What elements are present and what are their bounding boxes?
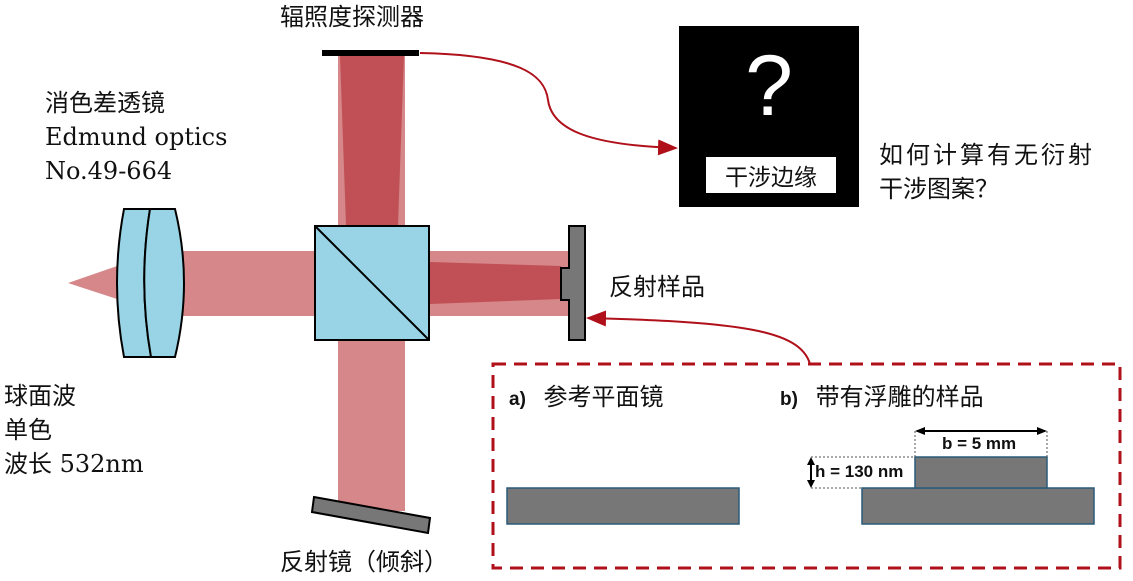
detector-label: 辐照度探测器 (280, 3, 424, 31)
width-dimension-label: b = 5 mm (942, 434, 1017, 453)
sample-label: 反射样品 (609, 273, 705, 301)
panel-a-text: 参考平面镜 (543, 383, 664, 411)
panel-a-letter: a) (509, 389, 526, 410)
irradiance-detector (322, 50, 419, 56)
source-label-line1: 球面波 (4, 382, 76, 410)
inset-frame (491, 362, 1122, 570)
panel-b-text: 带有浮雕的样品 (815, 383, 984, 411)
source-label-line2: 单色 (4, 416, 52, 444)
height-dimension-label: h = 130 nm (815, 462, 904, 481)
fringe-label: 干涉边缘 (706, 157, 836, 193)
panel-b-title: b) 带有浮雕的样品 (780, 382, 984, 415)
tilted-mirror (310, 495, 432, 535)
height-arrowhead-bottom (807, 480, 815, 488)
achromatic-lens-right-element (143, 208, 185, 358)
inset-to-sample-arrow (586, 310, 811, 365)
detector-to-fringe-arrow (419, 52, 678, 156)
relief-sample-base (861, 487, 1095, 525)
beam-to-tilted-mirror (338, 338, 405, 511)
lens-label-line3: No.49-664 (45, 157, 173, 185)
height-arrowhead-top (807, 457, 815, 465)
lens-label-line1: 消色差透镜 (45, 89, 165, 117)
panel-b-letter: b) (780, 389, 798, 410)
lens-label-line2: Edmund optics (45, 123, 228, 151)
panel-a-title: a) 参考平面镜 (509, 382, 664, 415)
width-arrowhead-left (915, 427, 925, 435)
reference-flat-mirror (506, 487, 740, 525)
reflective-sample (560, 225, 586, 341)
question-line2: 干涉图案？ (879, 175, 999, 203)
source-label-line3: 波长 532nm (4, 450, 144, 478)
width-arrowhead-right (1037, 427, 1047, 435)
beam-lens-to-cube (175, 251, 317, 316)
question-line1: 如何计算有无衍射 (879, 141, 1095, 169)
question-mark-icon: ? (745, 38, 793, 134)
beam-splitter-diagonal (314, 225, 430, 341)
tilted-mirror-label: 反射镜（倾斜） (280, 548, 448, 576)
spherical-wave-cone (68, 265, 120, 300)
relief-sample-step (914, 456, 1048, 489)
beam-to-detector-dark (340, 55, 404, 225)
beam-cube-to-sample-dark (430, 262, 561, 304)
